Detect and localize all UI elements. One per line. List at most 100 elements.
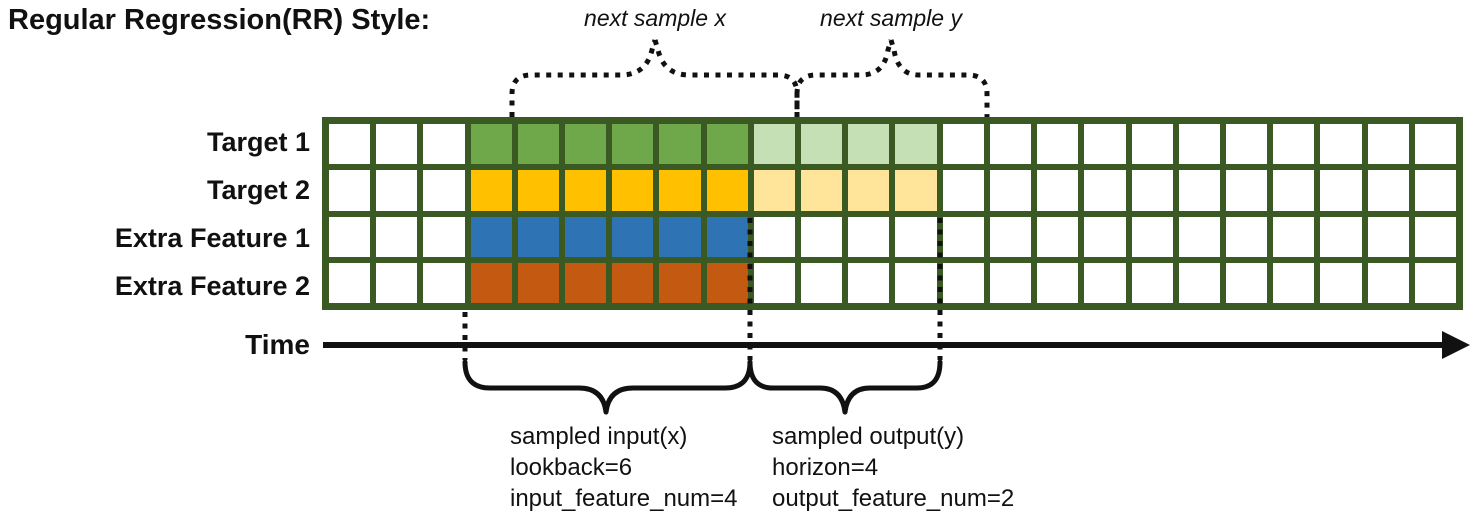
grid-cell-empty — [848, 216, 890, 257]
grid-cell-empty — [423, 216, 465, 257]
grid-cell-empty — [1037, 216, 1079, 257]
page-title: Regular Regression(RR) Style: — [8, 4, 431, 36]
grid-cell-input — [706, 262, 748, 303]
grid-cell-empty — [989, 262, 1032, 303]
next-sample-y-label: next sample y — [820, 5, 962, 31]
grid-cell-empty — [423, 124, 465, 165]
sampled-output-line-2: horizon=4 — [772, 454, 879, 481]
grid-cell-output — [895, 124, 937, 165]
grid-cell-input — [517, 262, 560, 303]
grid-cell-output — [848, 170, 890, 211]
grid-cell-empty — [942, 124, 984, 165]
grid-cell-empty — [1225, 170, 1268, 211]
grid-cell-empty — [801, 216, 843, 257]
sampled-input-brace — [462, 359, 753, 415]
sampled-input-line-2: lookback=6 — [510, 454, 633, 481]
grid-cell-empty — [753, 262, 796, 303]
grid-cell-empty — [895, 216, 937, 257]
grid-cell-empty — [376, 170, 418, 211]
grid-cell-empty — [1320, 170, 1362, 211]
grid-cell-empty — [1367, 124, 1409, 165]
grid-cell-empty — [1367, 262, 1409, 303]
grid-cell-input — [659, 124, 701, 165]
sampled-input-annotation: sampled input(x) lookback=6 input_featur… — [510, 421, 738, 514]
grid-cell-empty — [1367, 216, 1409, 257]
grid-cell-output — [801, 170, 843, 211]
grid-cell-output — [848, 124, 890, 165]
next-sample-x-label: next sample x — [584, 5, 726, 31]
grid-cell-empty — [423, 262, 465, 303]
grid-cell-empty — [989, 216, 1032, 257]
grid-cell-empty — [376, 124, 418, 165]
grid-cell-empty — [1084, 124, 1126, 165]
grid-cell-empty — [989, 170, 1032, 211]
grid-cell-empty — [1414, 170, 1456, 211]
grid-cell-empty — [1273, 124, 1315, 165]
grid-cell-input — [565, 262, 607, 303]
sampled-input-line-3: input_feature_num=4 — [510, 485, 738, 512]
sampled-input-line-1: sampled input(x) — [510, 423, 688, 450]
grid-cell-empty — [423, 170, 465, 211]
next-sample-y-brace — [794, 39, 990, 117]
grid-cell-input — [470, 216, 512, 257]
grid-cell-input — [659, 216, 701, 257]
grid-cell-empty — [1320, 124, 1362, 165]
grid-cell-empty — [848, 262, 890, 303]
grid-cell-input — [517, 124, 560, 165]
grid-cell-output — [895, 170, 937, 211]
sampled-output-line-3: output_feature_num=2 — [772, 485, 1015, 512]
time-series-grid — [322, 117, 1463, 310]
grid-cell-empty — [942, 170, 984, 211]
row-label-target-2: Target 2 — [206, 175, 310, 205]
grid-cell-output — [753, 170, 796, 211]
grid-cell-empty — [1084, 170, 1126, 211]
grid-cell-input — [517, 216, 560, 257]
time-arrowhead — [1442, 331, 1470, 359]
grid-cell-empty — [1131, 124, 1173, 165]
grid-cell-output — [801, 124, 843, 165]
grid-cell-input — [565, 124, 607, 165]
grid-cell-empty — [1225, 124, 1268, 165]
grid-cell-empty — [1178, 170, 1220, 211]
grid-cell-input — [612, 262, 654, 303]
grid-cell-empty — [1178, 262, 1220, 303]
grid-cell-empty — [376, 262, 418, 303]
grid-cell-empty — [801, 262, 843, 303]
grid-cell-empty — [1178, 124, 1220, 165]
grid-cell-empty — [1273, 262, 1315, 303]
grid-cell-output — [753, 124, 796, 165]
grid-cell-empty — [1037, 124, 1079, 165]
grid-cell-empty — [1320, 262, 1362, 303]
grid-cell-input — [470, 124, 512, 165]
grid-cell-empty — [895, 262, 937, 303]
sampled-output-brace — [747, 359, 943, 415]
time-arrow — [323, 331, 1470, 359]
grid-cell-empty — [1084, 262, 1126, 303]
grid-cell-empty — [1037, 170, 1079, 211]
time-axis-label: Time — [245, 329, 310, 360]
grid-cell-empty — [1225, 262, 1268, 303]
grid-cell-empty — [329, 216, 371, 257]
grid-cell-input — [706, 216, 748, 257]
grid-cell-input — [470, 170, 512, 211]
grid-cell-empty — [1178, 216, 1220, 257]
next-sample-x-brace — [509, 39, 800, 117]
grid-cell-input — [517, 170, 560, 211]
row-label-extra-feature-2: Extra Feature 2 — [114, 271, 310, 301]
grid-cell-input — [659, 170, 701, 211]
grid-cell-empty — [942, 262, 984, 303]
sampled-output-annotation: sampled output(y) horizon=4 output_featu… — [772, 421, 1014, 514]
grid-cell-empty — [942, 216, 984, 257]
grid-cell-empty — [1131, 170, 1173, 211]
grid-cell-empty — [1273, 216, 1315, 257]
grid-cell-input — [659, 262, 701, 303]
grid-cell-input — [565, 170, 607, 211]
grid-cell-empty — [1414, 216, 1456, 257]
grid-cell-input — [612, 216, 654, 257]
grid-cell-empty — [1414, 262, 1456, 303]
grid-cell-empty — [1320, 216, 1362, 257]
grid-cell-empty — [989, 124, 1032, 165]
grid-cell-empty — [376, 216, 418, 257]
grid-cell-empty — [1084, 216, 1126, 257]
